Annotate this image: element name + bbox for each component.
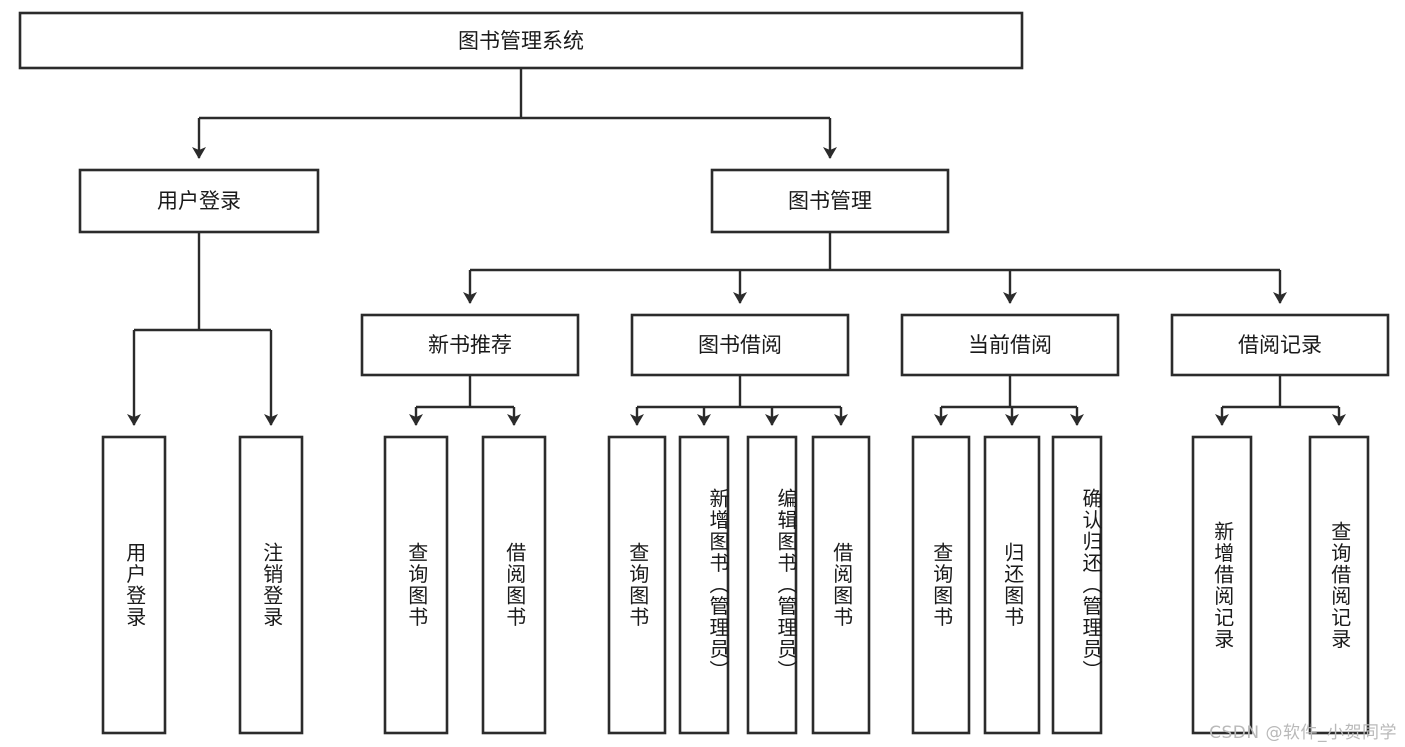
node-leaf-borrow-book-1-box[interactable] <box>481 435 547 735</box>
connector-group-user-login <box>127 232 278 426</box>
node-leaf-query-record-box[interactable] <box>1308 435 1370 735</box>
watermark: CSDN @软件_小贺同学 <box>1209 723 1397 743</box>
node-book-borrow-label: 图书借阅 <box>698 333 782 357</box>
node-current-borrow-label: 当前借阅 <box>968 333 1052 357</box>
node-leaf-user-login-box[interactable] <box>101 435 167 735</box>
node-leaf-query-book-1-box[interactable] <box>383 435 449 735</box>
connector-group-book-manage <box>463 232 1287 304</box>
node-leaf-edit-book-box[interactable] <box>746 435 798 735</box>
node-leaf-return-book-box[interactable] <box>983 435 1041 735</box>
node-book-borrow-box[interactable] <box>630 313 850 377</box>
node-borrow-record[interactable]: 借阅记录 <box>1170 313 1390 377</box>
connector-group-borrow-record <box>1215 375 1346 426</box>
node-book-manage[interactable]: 图书管理 <box>710 168 950 234</box>
connector-group-root <box>192 68 837 159</box>
node-leaf-add-record-box[interactable] <box>1191 435 1253 735</box>
connector-group-book-borrow <box>630 375 848 426</box>
node-leaf-borrow-book-2-box[interactable] <box>811 435 871 735</box>
node-current-borrow[interactable]: 当前借阅 <box>900 313 1120 377</box>
node-user-login[interactable]: 用户登录 <box>78 168 320 234</box>
node-leaf-logout-box[interactable] <box>238 435 304 735</box>
node-borrow-record-box[interactable] <box>1170 313 1390 377</box>
node-leaf-add-book-box[interactable] <box>678 435 730 735</box>
node-book-manage-label: 图书管理 <box>788 189 872 213</box>
node-leaf-query-book-3-box[interactable] <box>911 435 971 735</box>
node-borrow-record-label: 借阅记录 <box>1238 333 1322 357</box>
node-leaf-confirm-return-box[interactable] <box>1051 435 1103 735</box>
node-root-box[interactable] <box>18 11 1024 70</box>
connector-group-new-book-recommend <box>409 375 521 426</box>
node-current-borrow-box[interactable] <box>900 313 1120 377</box>
node-leaf-query-book-2-box[interactable] <box>607 435 667 735</box>
node-book-borrow[interactable]: 图书借阅 <box>630 313 850 377</box>
node-book-manage-box[interactable] <box>710 168 950 234</box>
node-root[interactable]: 图书管理系统 <box>18 11 1024 70</box>
connector-group-current-borrow <box>934 375 1084 426</box>
node-new-book-recommend-label: 新书推荐 <box>428 333 512 357</box>
node-new-book-recommend-box[interactable] <box>360 313 580 377</box>
node-user-login-label: 用户登录 <box>157 189 241 213</box>
node-user-login-box[interactable] <box>78 168 320 234</box>
node-root-label: 图书管理系统 <box>458 29 584 53</box>
node-new-book-recommend[interactable]: 新书推荐 <box>360 313 580 377</box>
